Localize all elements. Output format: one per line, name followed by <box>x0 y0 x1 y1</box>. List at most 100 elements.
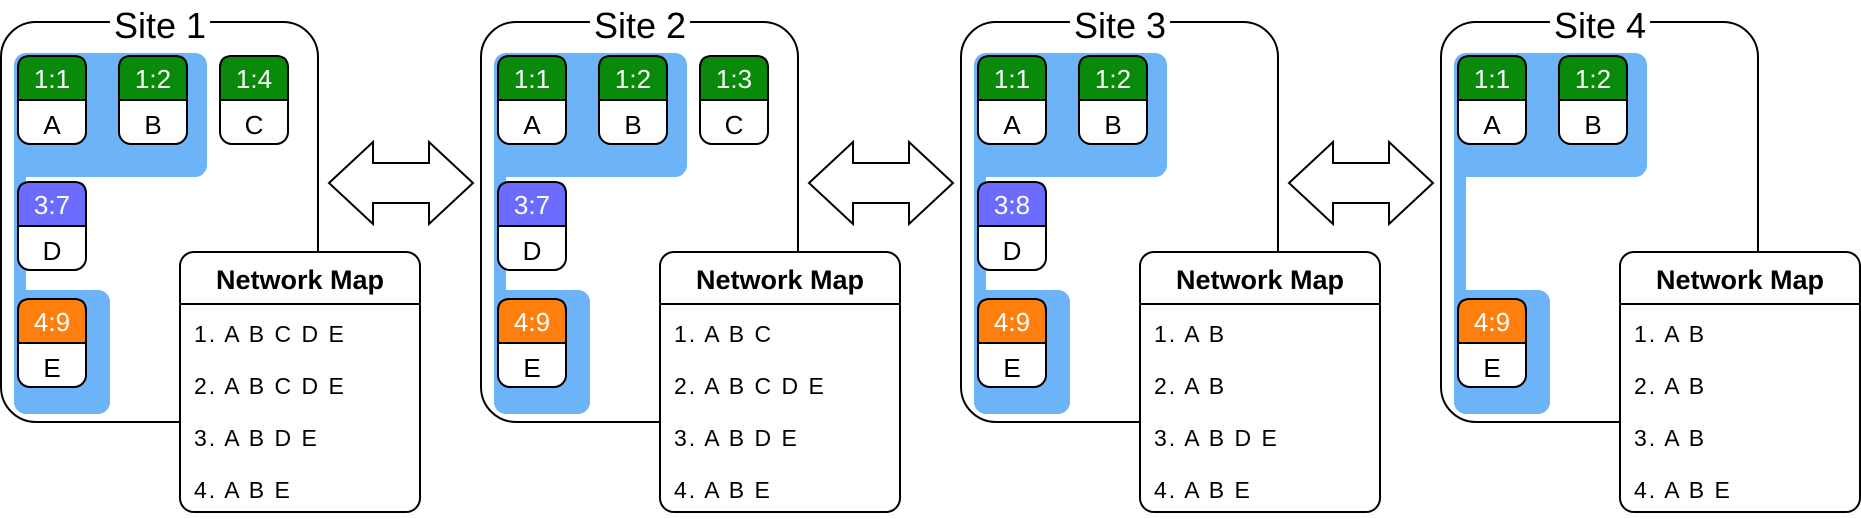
chunk-id: 1:1 <box>994 64 1030 94</box>
chunk-letter: C <box>725 110 744 140</box>
highlight-connector <box>1454 150 1466 320</box>
chunk-letter: A <box>43 110 61 140</box>
chunk-b: 1:2B <box>598 55 668 145</box>
chunk-e: 4:9E <box>1457 298 1527 388</box>
chunk-d: 3:7D <box>497 181 567 271</box>
chunk-id: 1:1 <box>514 64 550 94</box>
chunk-id: 1:2 <box>135 64 171 94</box>
site-title-knockout <box>109 14 211 30</box>
chunk-id: 1:2 <box>1575 64 1611 94</box>
chunk-a: 1:1A <box>17 55 87 145</box>
chunk-header <box>699 55 769 101</box>
chunk-d: 3:8D <box>977 181 1047 271</box>
network-map-panel <box>1619 251 1861 513</box>
network-map-entry: 1. A B C <box>674 321 773 347</box>
network-map-panel <box>179 251 421 513</box>
network-map-entry: 4. A B E <box>194 477 292 503</box>
double-arrow-icon <box>807 139 955 227</box>
site-title-knockout <box>1549 14 1651 30</box>
chunk-id: 4:9 <box>1474 307 1510 337</box>
network-map-entry: 4. A B E <box>674 477 772 503</box>
network-map-entry: 4. A B E <box>1154 477 1252 503</box>
network-map-entry: 3. A B D E <box>194 425 319 451</box>
site-title: Site 2 <box>594 5 686 46</box>
chunk-id: 1:1 <box>34 64 70 94</box>
network-map-entry: 1. A B <box>1634 321 1706 347</box>
network-map-panel <box>659 251 901 513</box>
network-map-entry: 3. A B D E <box>1154 425 1279 451</box>
chunk-id: 1:2 <box>615 64 651 94</box>
chunk-letter: B <box>144 110 161 140</box>
chunk-letter: E <box>1003 353 1020 383</box>
chunk-id: 3:8 <box>994 190 1030 220</box>
chunk-header <box>1457 55 1527 101</box>
chunk-c: 1:3C <box>699 55 769 145</box>
chunk-header <box>497 298 567 344</box>
chunk-id: 4:9 <box>34 307 70 337</box>
site-title-knockout <box>589 14 691 30</box>
chunk-header <box>977 298 1047 344</box>
chunk-letter: E <box>1483 353 1500 383</box>
network-map-title: Network Map <box>696 265 864 295</box>
network-map: Network Map 1. A B 2. A B 3. A B D E 4. A B … <box>1139 251 1381 513</box>
chunk-header <box>1457 298 1527 344</box>
chunk-header <box>497 181 567 227</box>
chunk-header <box>118 55 188 101</box>
chunk-b: 1:2B <box>118 55 188 145</box>
network-map-entry: 3. A B D E <box>674 425 799 451</box>
chunk-a: 1:1A <box>1457 55 1527 145</box>
chunk-id: 4:9 <box>994 307 1030 337</box>
site-2: Site 2 1:1A 1:2B 1:3C 3:7D 4:9E Network Map 1. … <box>480 5 901 513</box>
network-map-entry: 4. A B E <box>1634 477 1732 503</box>
chunk-header <box>1558 55 1628 101</box>
site-title: Site 3 <box>1074 5 1166 46</box>
chunk-letter: A <box>1003 110 1021 140</box>
network-map-title: Network Map <box>1656 265 1824 295</box>
network-map-panel <box>1139 251 1381 513</box>
chunk-c: 1:4C <box>219 55 289 145</box>
chunk-id: 3:7 <box>34 190 70 220</box>
chunk-header <box>977 55 1047 101</box>
chunk-letter: B <box>624 110 641 140</box>
chunk-id: 1:3 <box>716 64 752 94</box>
network-map-entry: 2. A B C D E <box>194 373 346 399</box>
chunk-e: 4:9E <box>17 298 87 388</box>
site-title-knockout <box>1069 14 1171 30</box>
network-map-entry: 3. A B <box>1634 425 1706 451</box>
network-map: Network Map 1. A B 2. A B 3. A B 4. A B E <box>1619 251 1861 513</box>
chunk-e: 4:9E <box>977 298 1047 388</box>
chunk-id: 4:9 <box>514 307 550 337</box>
chunk-e: 4:9E <box>497 298 567 388</box>
double-arrow-icon <box>327 139 475 227</box>
network-map-entry: 2. A B <box>1634 373 1706 399</box>
chunk-id: 3:7 <box>514 190 550 220</box>
chunk-letter: A <box>523 110 541 140</box>
chunk-header <box>17 55 87 101</box>
chunk-letter: D <box>523 236 542 266</box>
chunk-b: 1:2B <box>1558 55 1628 145</box>
chunk-header <box>497 55 567 101</box>
chunk-header <box>17 298 87 344</box>
chunk-letter: D <box>1003 236 1022 266</box>
chunk-b: 1:2B <box>1078 55 1148 145</box>
chunk-a: 1:1A <box>977 55 1047 145</box>
site-title: Site 1 <box>114 5 206 46</box>
network-map-entry: 2. A B <box>1154 373 1226 399</box>
double-arrow-icon <box>1287 139 1435 227</box>
chunk-letter: E <box>43 353 60 383</box>
chunk-header <box>977 181 1047 227</box>
chunk-header <box>598 55 668 101</box>
chunk-letter: B <box>1584 110 1601 140</box>
chunk-a: 1:1A <box>497 55 567 145</box>
site-3: Site 3 1:1A 1:2B 3:8D 4:9E Network Map 1. A B 2… <box>960 5 1381 513</box>
chunk-id: 1:2 <box>1095 64 1131 94</box>
network-map-title: Network Map <box>1176 265 1344 295</box>
network-map-entry: 1. A B <box>1154 321 1226 347</box>
chunk-header <box>1078 55 1148 101</box>
network-map-entry: 1. A B C D E <box>194 321 346 347</box>
